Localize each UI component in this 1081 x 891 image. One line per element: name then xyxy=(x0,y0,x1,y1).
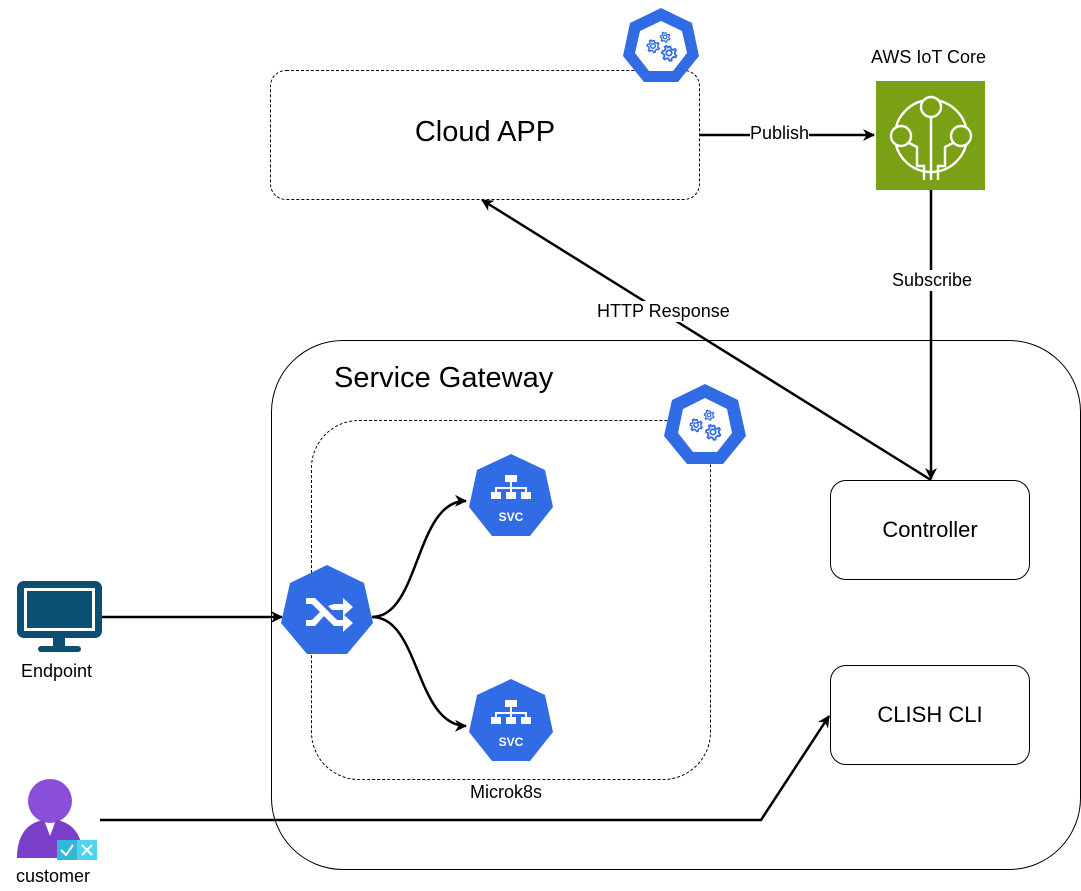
microk8s-label: Microk8s xyxy=(470,782,543,802)
edge-subscribe-label: Subscribe xyxy=(892,270,973,291)
cloud-app-label: Cloud APP xyxy=(414,116,556,148)
kubernetes-controller-badge-cloud-icon xyxy=(623,8,699,82)
aws-iot-core-label: AWS IoT Core xyxy=(871,47,987,67)
edge-ingress-to-svc-bottom xyxy=(371,615,467,732)
clish-cli-label: CLISH CLI xyxy=(877,702,983,727)
kubernetes-controller-badge-microk8s-icon xyxy=(664,384,746,464)
edge-http-response-label: HTTP Response xyxy=(597,301,730,322)
aws-iot-core-icon[interactable] xyxy=(876,81,985,190)
kubernetes-svc-bottom-icon[interactable] xyxy=(469,679,553,761)
clish-cli-node[interactable]: CLISH CLI xyxy=(830,665,1030,765)
service-gateway-label: Service Gateway xyxy=(334,362,554,394)
endpoint-label: Endpoint xyxy=(21,661,93,682)
edge-http-response xyxy=(481,198,932,482)
edge-customer-to-clish xyxy=(100,715,831,822)
kubernetes-ingress-icon[interactable] xyxy=(281,565,373,654)
user-icon[interactable] xyxy=(17,779,97,860)
customer-label: customer xyxy=(16,866,91,887)
controller-node[interactable]: Controller xyxy=(830,480,1030,580)
svc-bottom-label: SVC xyxy=(498,735,524,749)
controller-label: Controller xyxy=(882,517,978,542)
monitor-icon[interactable] xyxy=(17,581,102,652)
edge-ingress-to-svc-top xyxy=(371,494,467,619)
svc-top-label: SVC xyxy=(498,510,524,524)
edge-publish-label: Publish xyxy=(750,123,810,144)
kubernetes-svc-top-icon[interactable] xyxy=(469,454,553,536)
